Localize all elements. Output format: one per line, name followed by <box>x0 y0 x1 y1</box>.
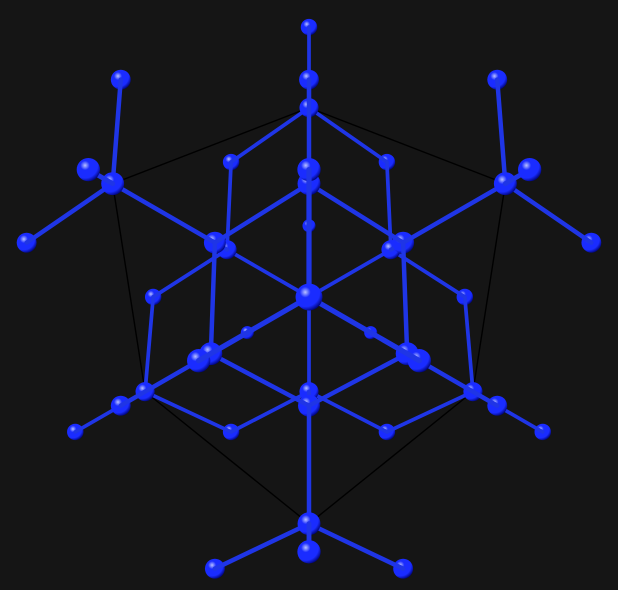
bond <box>225 247 311 299</box>
bond <box>503 181 594 245</box>
bond <box>196 294 312 364</box>
bond <box>306 521 406 571</box>
bond <box>494 77 508 186</box>
bond <box>110 181 218 245</box>
bond <box>400 240 410 356</box>
cell-edge-line <box>112 107 310 185</box>
atom <box>518 157 542 182</box>
atom <box>295 283 323 311</box>
lattice-layer <box>16 18 602 579</box>
cell-edge-line <box>111 183 146 392</box>
bond <box>208 351 312 408</box>
atom <box>297 540 321 564</box>
bond <box>306 181 406 245</box>
bond <box>385 389 475 434</box>
bond <box>229 105 311 164</box>
bond <box>306 294 422 364</box>
bond <box>24 181 115 245</box>
atom <box>76 157 100 182</box>
bond <box>307 247 393 299</box>
bond <box>462 295 475 394</box>
bond <box>307 105 389 164</box>
bond <box>306 351 410 408</box>
bond <box>110 77 124 186</box>
bond <box>212 181 312 245</box>
bond <box>143 295 156 394</box>
cell-edge-line <box>472 183 507 392</box>
bond <box>212 521 312 571</box>
cell-edge-line <box>144 391 310 525</box>
cell-edge-line <box>308 391 474 525</box>
cell-edge-line <box>308 107 506 185</box>
bond <box>143 389 233 434</box>
bond <box>208 240 218 356</box>
bond <box>400 181 508 245</box>
